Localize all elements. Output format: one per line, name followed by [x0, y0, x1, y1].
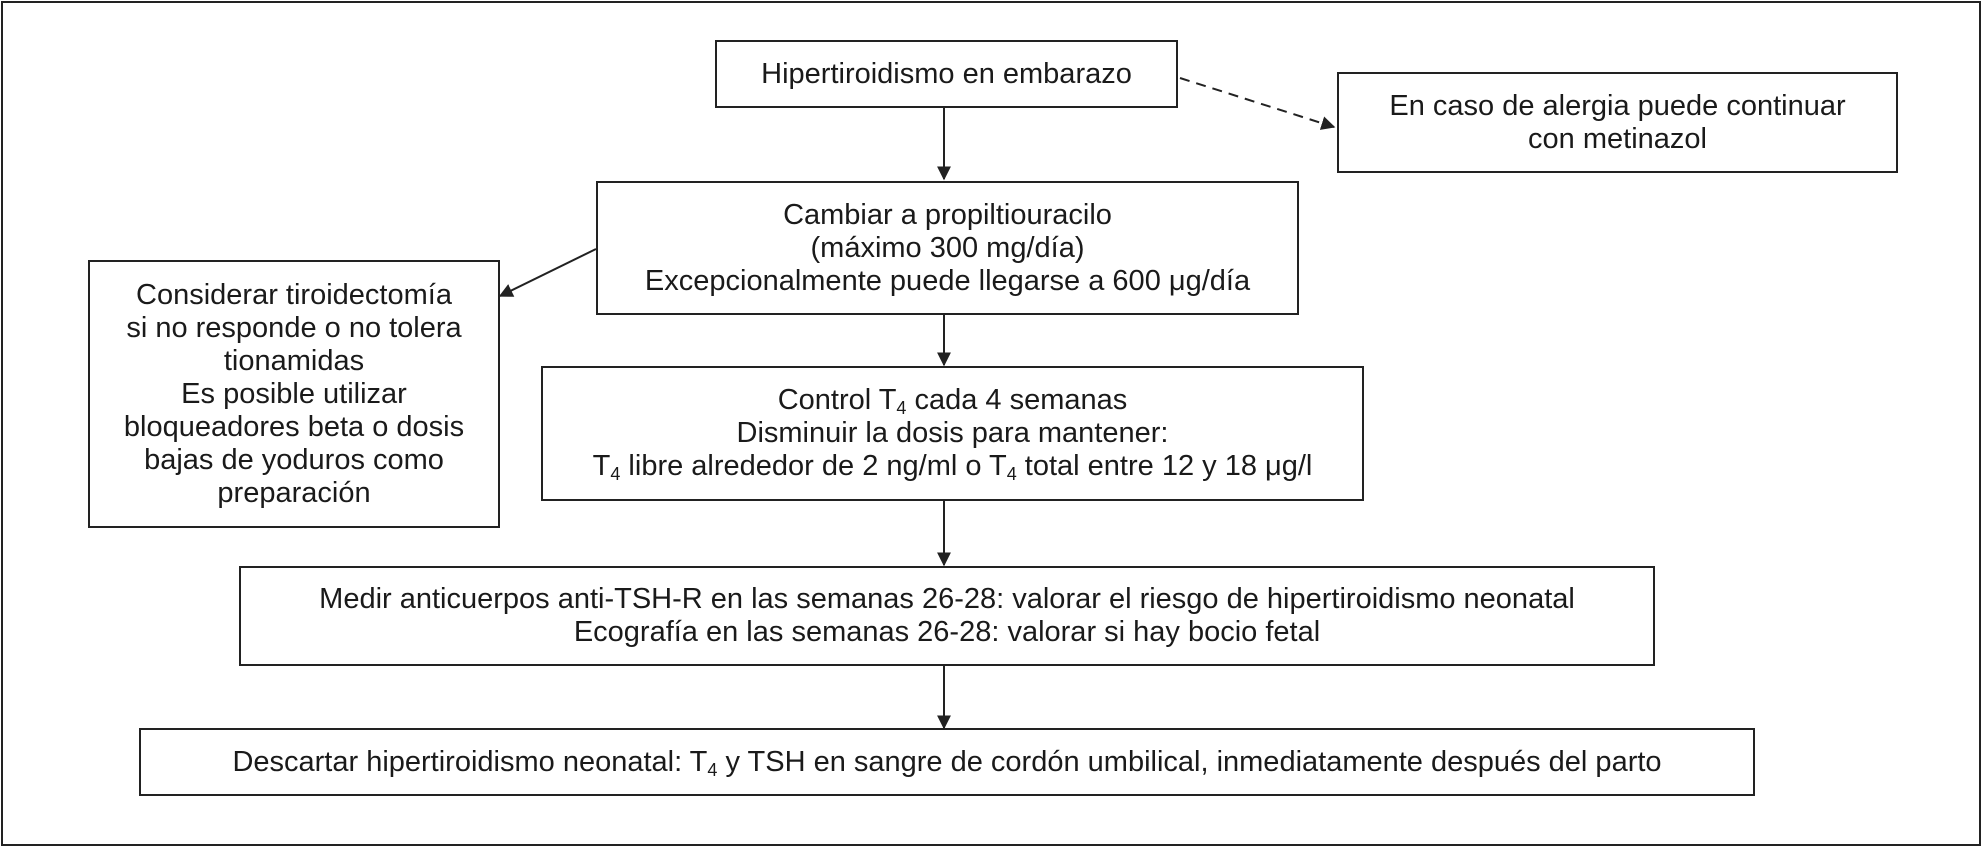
- allergy-node: En caso de alergia puede continuar con m…: [1337, 72, 1898, 173]
- ptu-node: Cambiar a propiltiouracilo (máximo 300 m…: [596, 181, 1299, 315]
- surgery-node-line-7: preparación: [217, 476, 371, 509]
- ptu-node-line-3: Excepcionalmente puede llegarse a 600 μg…: [644, 264, 1251, 297]
- arrow-ptu-to-surgery: [498, 248, 597, 297]
- ptu-node-line-2: (máximo 300 mg/día): [810, 231, 1085, 264]
- surgery-node-line-6: bajas de yoduros como: [144, 443, 444, 476]
- control-node: Control T4 cada 4 semanas Disminuir la d…: [541, 366, 1364, 501]
- surgery-node-line-2: si no responde o no tolera: [126, 311, 462, 344]
- measure-node-line-1: Medir anticuerpos anti-TSH-R en las sema…: [319, 583, 1575, 615]
- discard-node: Descartar hipertiroidismo neonatal: T4 y…: [139, 728, 1755, 796]
- surgery-node-line-4: Es posible utilizar: [181, 377, 407, 410]
- control-node-line-3: T4 libre alrededor de 2 ng/ml o T4 total…: [592, 450, 1313, 484]
- measure-node-line-2: Ecografía en las semanas 26-28: valorar …: [573, 616, 1321, 648]
- control-node-line-2: Disminuir la dosis para mantener:: [736, 417, 1169, 449]
- surgery-node: Considerar tiroidectomía si no responde …: [88, 260, 500, 528]
- start-node: Hipertiroidismo en embarazo: [715, 40, 1178, 108]
- surgery-node-line-5: bloqueadores beta o dosis: [123, 410, 465, 443]
- start-node-text: Hipertiroidismo en embarazo: [761, 57, 1132, 90]
- arrow-start-to-allergy: [1179, 77, 1336, 130]
- surgery-node-line-1: Considerar tiroidectomía: [136, 278, 452, 311]
- ptu-node-line-1: Cambiar a propiltiouracilo: [783, 198, 1112, 231]
- control-node-line-1: Control T4 cada 4 semanas: [777, 384, 1128, 418]
- allergy-node-line-2: con metinazol: [1528, 122, 1707, 155]
- surgery-node-line-3: tionamidas: [223, 344, 365, 377]
- allergy-node-line-1: En caso de alergia puede continuar: [1389, 89, 1846, 122]
- discard-node-text: Descartar hipertiroidismo neonatal: T4 y…: [232, 745, 1662, 780]
- measure-node: Medir anticuerpos anti-TSH-R en las sema…: [239, 566, 1655, 666]
